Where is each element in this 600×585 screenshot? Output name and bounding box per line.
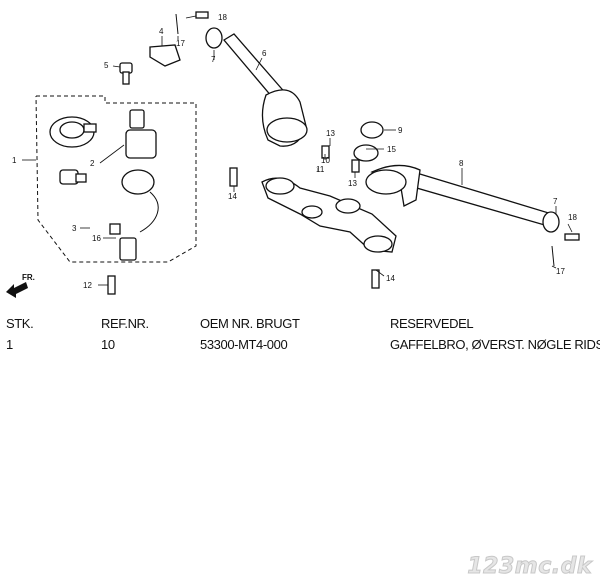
fuel-cap-lock: [49, 116, 97, 148]
cell-oem: 53300-MT4-000: [200, 337, 288, 352]
callout-4: 4: [159, 27, 164, 36]
cell-ref: 10: [101, 337, 115, 352]
mounting-bracket: [149, 44, 181, 67]
front-direction-arrow: FR.: [6, 273, 35, 298]
rubber-7-left: [205, 27, 223, 49]
callout-5: 5: [104, 61, 109, 70]
svg-text:FR.: FR.: [22, 273, 35, 282]
header-oem: OEM NR. BRUGT: [200, 316, 300, 331]
callout-13-top: 13: [326, 129, 335, 138]
rubber-cap-9: [360, 121, 384, 139]
callout-15: 15: [387, 145, 396, 154]
header-ref: REF.NR.: [101, 316, 149, 331]
callout-11: 11: [316, 165, 325, 174]
header-qty: STK.: [6, 316, 34, 331]
callout-2: 2: [90, 159, 95, 168]
bolt-17-left: [175, 13, 179, 35]
callout-9: 9: [398, 126, 403, 135]
bolt-12: [107, 275, 116, 295]
bolt-18-right: [564, 233, 580, 241]
leader-lines: [22, 15, 573, 286]
bolt-14-right: [371, 269, 380, 289]
key: [119, 62, 133, 85]
callout-10: 10: [321, 156, 330, 165]
callout-3: 3: [72, 224, 77, 233]
callout-17-left: 17: [176, 39, 185, 48]
nut-15: [353, 144, 379, 162]
callout-14-right: 14: [386, 274, 395, 283]
header-description: RESERVEDEL: [390, 316, 474, 331]
bolt-18-left: [195, 11, 209, 19]
callout-18-left: 18: [218, 13, 227, 22]
bolt-13a: [321, 145, 330, 159]
ignition-switch: [109, 109, 159, 261]
callout-16: 16: [92, 234, 101, 243]
callout-18-right: 18: [568, 213, 577, 222]
callout-7-right: 7: [553, 197, 558, 206]
callout-8: 8: [459, 159, 464, 168]
callout-1: 1: [12, 156, 17, 165]
callout-14-left: 14: [228, 192, 237, 201]
callout-7-left: 7: [211, 55, 216, 64]
lock-set-frame: [35, 95, 197, 263]
top-bridge: [261, 177, 397, 253]
callout-13-bottom: 13: [348, 179, 357, 188]
seat-lock: [59, 169, 87, 185]
cell-qty: 1: [6, 337, 13, 352]
cell-description: GAFFELBRO, ØVERST. NØGLE RIDSER: [390, 337, 600, 352]
bolt-13b: [351, 159, 360, 173]
bolt-17-right: [551, 245, 555, 267]
watermark-logo: 123mc.dk: [467, 554, 592, 580]
handlebar-left: [223, 33, 308, 147]
callout-17-right: 17: [556, 267, 565, 276]
handlebar-right: [365, 164, 560, 233]
callout-6: 6: [262, 49, 267, 58]
callout-12: 12: [83, 281, 92, 290]
parts-exploded-diagram: FR. 1 2 3 4 5 6 7 7 8 9: [6, 11, 580, 298]
bolt-14-left: [229, 167, 238, 187]
callouts: 1 2 3 4 5 6 7 7 8 9 10 11 12 13 13 14 14…: [12, 13, 577, 290]
